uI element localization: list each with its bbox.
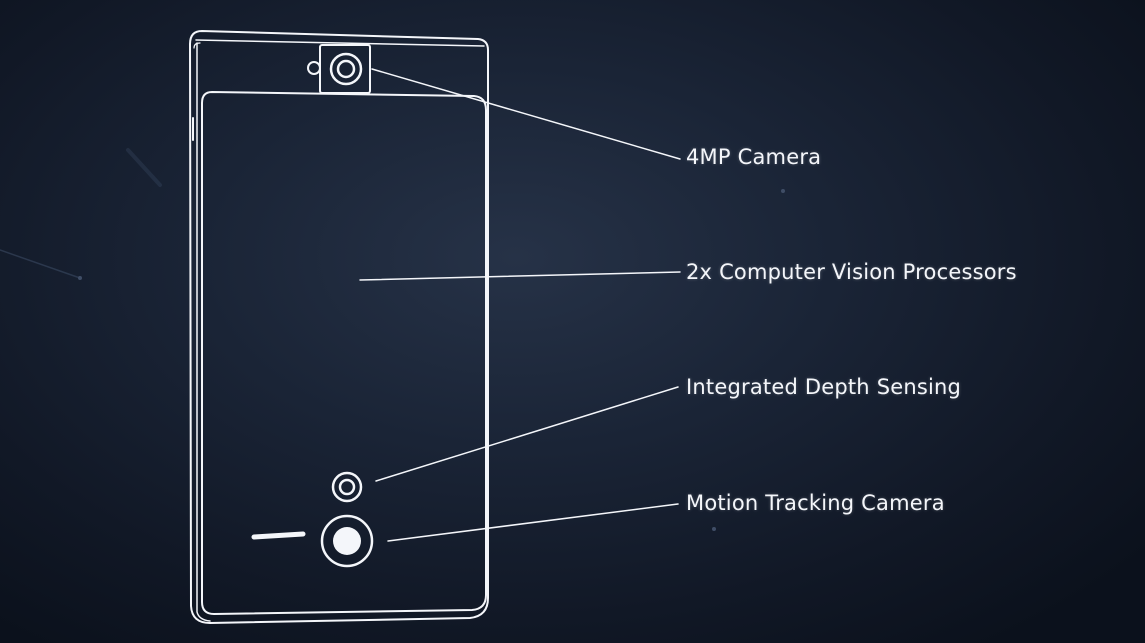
background-speck	[712, 527, 716, 531]
phone-outer-body	[189, 30, 489, 624]
depth-sensor-outer	[331, 471, 363, 503]
callout-vision-processors: 2x Computer Vision Processors	[686, 260, 1017, 284]
leader-line-processors	[359, 271, 681, 281]
phone-back-panel	[201, 91, 487, 615]
leader-line-depth	[375, 386, 679, 482]
phone-top-edge-inner	[193, 42, 201, 49]
camera-housing	[319, 44, 371, 94]
camera-lens-outer	[329, 52, 363, 86]
phone-side-edge	[196, 42, 211, 622]
callout-depth-sensing: Integrated Depth Sensing	[686, 375, 962, 399]
callout-4mp-camera: 4MP Camera	[686, 145, 822, 169]
phone-top-edge	[195, 39, 485, 47]
background-streak	[0, 249, 81, 279]
camera-flash	[307, 61, 321, 75]
depth-sensor-inner	[338, 478, 356, 496]
leader-line-motion	[387, 503, 679, 542]
motion-camera-lens	[333, 527, 361, 555]
background-speck	[781, 189, 785, 193]
background-streak	[126, 148, 162, 187]
callout-motion-tracking-camera: Motion Tracking Camera	[686, 491, 945, 515]
leader-line-camera	[371, 68, 681, 160]
speaker-slot	[251, 531, 306, 540]
motion-camera-outer	[320, 514, 374, 568]
background-speck	[78, 276, 82, 280]
camera-lens-inner	[336, 59, 356, 79]
